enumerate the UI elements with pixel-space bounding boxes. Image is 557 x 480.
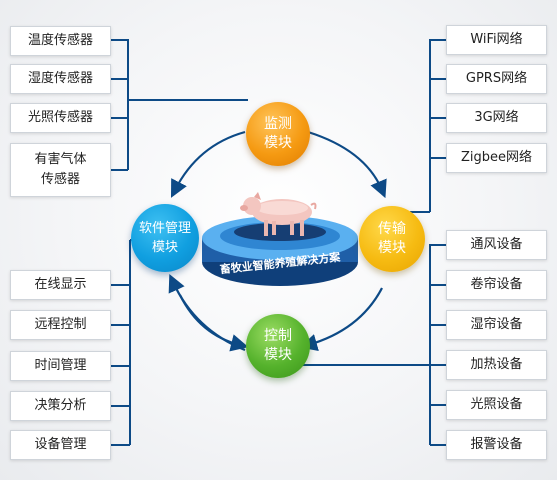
arrow-software-to-control (179, 294, 249, 352)
network-box-wifi: WiFi网络 (446, 25, 547, 55)
feature-box-decision-analysis: 决策分析 (10, 391, 111, 421)
device-label: 加热设备 (470, 357, 523, 372)
network-box-3g: 3G网络 (446, 103, 547, 133)
control-module[interactable]: 控制 模块 (246, 314, 310, 378)
feature-bracket-line (111, 239, 150, 446)
control-module-label-2: 模块 (264, 347, 292, 363)
device-box-wet-curtain: 湿帘设备 (446, 310, 547, 340)
network-label: GPRS网络 (465, 71, 528, 86)
sensor-box-gas: 有害气体 传感器 (10, 143, 111, 197)
sensor-label: 温度传感器 (27, 33, 93, 48)
feature-label: 时间管理 (34, 358, 87, 373)
device-label: 光照设备 (470, 397, 523, 412)
device-box-ventilation: 通风设备 (446, 230, 547, 260)
arrow-monitor-to-transmit (307, 130, 387, 199)
arrow-transmit-to-control (299, 287, 383, 352)
network-label: 3G网络 (474, 110, 519, 125)
device-box-lighting: 光照设备 (446, 390, 547, 420)
feature-label: 在线显示 (34, 277, 87, 292)
monitor-module-label-2: 模块 (264, 135, 292, 151)
sensor-label: 光照传感器 (27, 110, 93, 125)
feature-box-device-management: 设备管理 (10, 430, 111, 460)
transmit-module-label-1: 传输 (378, 221, 406, 237)
network-label: Zigbee网络 (460, 150, 533, 165)
sensor-box-humidity: 湿度传感器 (10, 64, 111, 94)
transmit-module[interactable]: 传输 模块 (359, 206, 425, 272)
monitor-module-label-1: 监测 (264, 116, 292, 132)
feature-label: 决策分析 (34, 398, 87, 413)
software-module-label-2: 模块 (151, 240, 178, 255)
device-box-alarm: 报警设备 (446, 430, 547, 460)
device-label: 通风设备 (470, 237, 523, 252)
software-module-label-1: 软件管理 (138, 221, 191, 236)
arrow-monitor-to-software (170, 130, 246, 198)
sensor-label: 有害气体 (34, 152, 87, 167)
feature-label: 设备管理 (34, 437, 87, 452)
software-module[interactable]: 软件管理 模块 (131, 204, 199, 272)
device-label: 卷帘设备 (470, 277, 523, 292)
sensor-bracket-line (111, 39, 248, 171)
pig-image (240, 192, 317, 236)
network-box-zigbee: Zigbee网络 (446, 143, 547, 173)
network-box-gprs: GPRS网络 (446, 64, 547, 94)
control-module-label-1: 控制 (264, 328, 292, 344)
device-box-heating: 加热设备 (446, 350, 547, 380)
feature-label: 远程控制 (34, 317, 87, 332)
transmit-module-label-2: 模块 (378, 240, 406, 256)
monitor-module[interactable]: 监测 模块 (246, 102, 310, 166)
device-bracket-line (300, 244, 446, 446)
sensor-box-temperature: 温度传感器 (10, 26, 111, 56)
sensor-label-line2: 传感器 (40, 172, 80, 187)
sensor-label: 湿度传感器 (27, 71, 93, 86)
device-box-curtain: 卷帘设备 (446, 270, 547, 300)
network-bracket-line (410, 39, 446, 213)
sensor-box-light: 光照传感器 (10, 103, 111, 133)
feature-box-remote-control: 远程控制 (10, 310, 111, 340)
device-label: 湿帘设备 (470, 317, 523, 332)
feature-box-time-management: 时间管理 (10, 351, 111, 381)
feature-box-online-display: 在线显示 (10, 270, 111, 300)
network-label: WiFi网络 (470, 32, 523, 47)
device-label: 报警设备 (470, 437, 523, 452)
